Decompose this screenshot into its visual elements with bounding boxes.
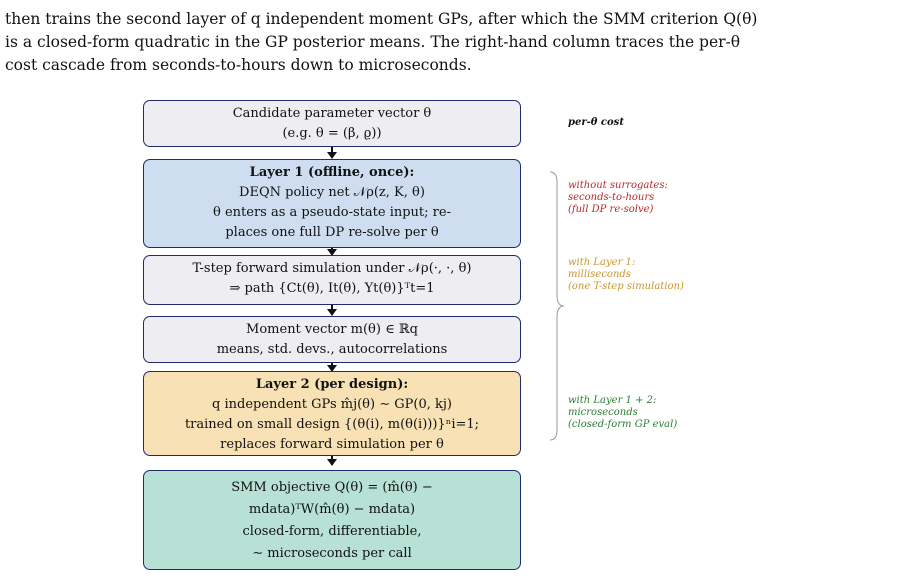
box-line: SMM objective Q(θ) = (m̂(θ) − [231,480,433,495]
box-line: means, std. devs., autocorrelations [216,342,448,357]
box-line: trained on small design {(θ(i), m(θ(i)))… [184,417,480,432]
arrowhead [327,309,337,316]
forward-simulation-box: T-step forward simulation under 𝒩ρ(·, ·,… [143,255,521,305]
box-line: DEQN policy net 𝒩ρ(z, K, θ) [239,185,425,200]
arrowhead [327,249,337,256]
cost-group-without-surrogates: without surrogates: seconds-to-hours (fu… [568,180,668,216]
box-line: mdata)ᵀW(m̂(θ) − mdata) [248,502,416,517]
cost-line: milliseconds [568,269,631,280]
cost-line: (full DP re-solve) [568,204,654,215]
arrowhead [327,365,337,372]
box-heading: Layer 2 (per design): [255,377,409,392]
cost-column-heading: per-θ cost [568,117,624,128]
arrowhead [327,152,337,159]
box-line: (e.g. θ = (β, ϱ)) [282,126,382,141]
moment-vector-box: Moment vector m(θ) ∈ ℝq means, std. devs… [143,316,521,363]
intro-line: cost cascade from seconds-to-hours down … [5,56,472,74]
cost-group-layer1: with Layer 1: milliseconds (one T-step s… [568,257,684,293]
cost-line: (one T-step simulation) [568,281,684,292]
intro-line: then trains the second layer of q indepe… [5,10,758,28]
box-line: ∼ microseconds per call [252,546,412,561]
box-line: q independent GPs m̂j(θ) ∼ GP(0, kj) [212,397,452,412]
box-line: θ enters as a pseudo-state input; re- [213,205,451,220]
layer1-box: Layer 1 (offline, once): DEQN policy net… [143,159,521,248]
arrowhead [327,459,337,466]
box-line: ⇒ path {Ct(θ), It(θ), Yt(θ)}ᵀt=1 [229,281,435,296]
flow-arrow [331,305,333,311]
box-line: Candidate parameter vector θ [232,106,432,121]
box-heading: Layer 1 (offline, once): [249,165,415,180]
box-line: T-step forward simulation under 𝒩ρ(·, ·,… [192,261,472,276]
flow-arrow [331,456,333,461]
cost-line: seconds-to-hours [568,192,655,203]
cost-line: with Layer 1 + 2: [568,395,657,406]
cost-line: without surrogates: [568,180,668,191]
smm-objective-box: SMM objective Q(θ) = (m̂(θ) − mdata)ᵀW(m… [143,470,521,570]
candidate-parameter-box: Candidate parameter vector θ (e.g. θ = (… [143,100,521,147]
flow-arrow [331,147,333,154]
box-line: closed-form, differentiable, [242,524,422,539]
intro-line: is a closed-form quadratic in the GP pos… [5,33,741,51]
cost-line: microseconds [568,407,638,418]
box-line: replaces forward simulation per θ [220,437,444,452]
box-line: places one full DP re-solve per θ [225,225,439,240]
layer2-box: Layer 2 (per design): q independent GPs … [143,371,521,456]
cost-brace [549,171,565,441]
intro-paragraph: then trains the second layer of q indepe… [5,8,917,77]
cost-line: (closed-form GP eval) [568,419,678,430]
box-line: Moment vector m(θ) ∈ ℝq [246,322,418,337]
cost-group-layer1-2: with Layer 1 + 2: microseconds (closed-f… [568,395,677,431]
cost-line: with Layer 1: [568,257,636,268]
